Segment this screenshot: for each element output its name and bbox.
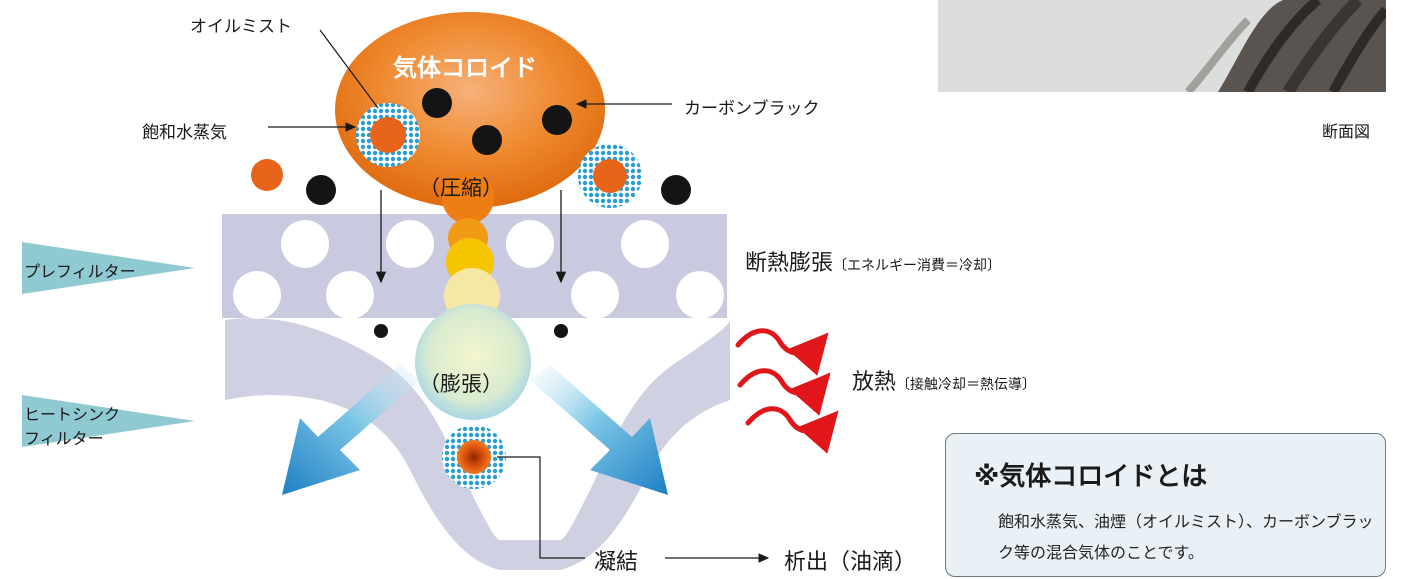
compression-label: （圧縮） xyxy=(419,176,503,200)
gas-colloid-label: 気体コロイド xyxy=(393,54,537,82)
carbon-particle-small xyxy=(374,324,388,338)
prefilter-tag xyxy=(22,242,195,294)
expansion-bubble xyxy=(415,304,531,420)
heatsink-line1: ヒートシンク xyxy=(24,405,121,424)
heatsink-filter-tag xyxy=(22,395,195,447)
vapor-core xyxy=(593,159,627,193)
flow-arrow-left xyxy=(282,365,420,495)
leader-oil-mist xyxy=(319,29,379,109)
heat-release-arrows xyxy=(735,328,839,454)
saturated-vapor-label: 飽和水蒸気 xyxy=(142,123,227,143)
carbon-particle xyxy=(661,175,691,205)
vapor-core xyxy=(370,117,406,153)
oil-mist-particle xyxy=(251,159,283,191)
definition-note: ※気体コロイドとは 飽和水蒸気、油煙（オイルミスト）、カーボンブラック等の混合気… xyxy=(945,433,1386,577)
droplet-core xyxy=(457,440,491,474)
adiabatic-sub: 〔エネルギー消費＝冷却〕 xyxy=(833,258,1002,274)
expansion-label: （膨張） xyxy=(419,372,503,396)
oil-mist-label: オイルミスト xyxy=(190,17,292,37)
carbon-particle xyxy=(472,125,502,155)
note-body: 飽和水蒸気、油煙（オイルミスト）、カーボンブラック等の混合気体のことです。 xyxy=(998,512,1374,562)
heatsink-filter-label: ヒートシンク フィルター xyxy=(24,403,120,451)
prefilter-label: プレフィルター xyxy=(24,262,136,281)
flow-arrow-right xyxy=(530,365,668,495)
carbon-black-label: カーボンブラック xyxy=(684,99,820,119)
heat-release-label: 放熱〔接触冷却＝熱伝導〕 xyxy=(852,364,1036,396)
carbon-particle xyxy=(422,88,452,118)
adiabatic-expansion-label: 断熱膨張〔エネルギー消費＝冷却〕 xyxy=(745,245,1001,277)
adiabatic-main: 断熱膨張 xyxy=(745,251,834,276)
leader-condensation xyxy=(497,456,585,559)
note-title: ※気体コロイドとは xyxy=(974,462,1208,492)
compression-bubble xyxy=(442,172,494,224)
carbon-particle xyxy=(542,105,572,135)
carbon-particle-small xyxy=(554,324,568,338)
precipitation-label: 析出（油滴） xyxy=(784,550,917,575)
cross-section-photo xyxy=(938,0,1386,92)
carbon-particle xyxy=(306,175,336,205)
condensation-label: 凝結 xyxy=(594,550,639,575)
heatsink-line2: フィルター xyxy=(24,429,104,448)
heat-release-sub: 〔接触冷却＝熱伝導〕 xyxy=(896,377,1037,393)
heatsink-filter-plate xyxy=(225,318,730,570)
cross-section-caption: 断面図 xyxy=(1322,122,1371,141)
heat-release-main: 放熱 xyxy=(852,370,897,395)
